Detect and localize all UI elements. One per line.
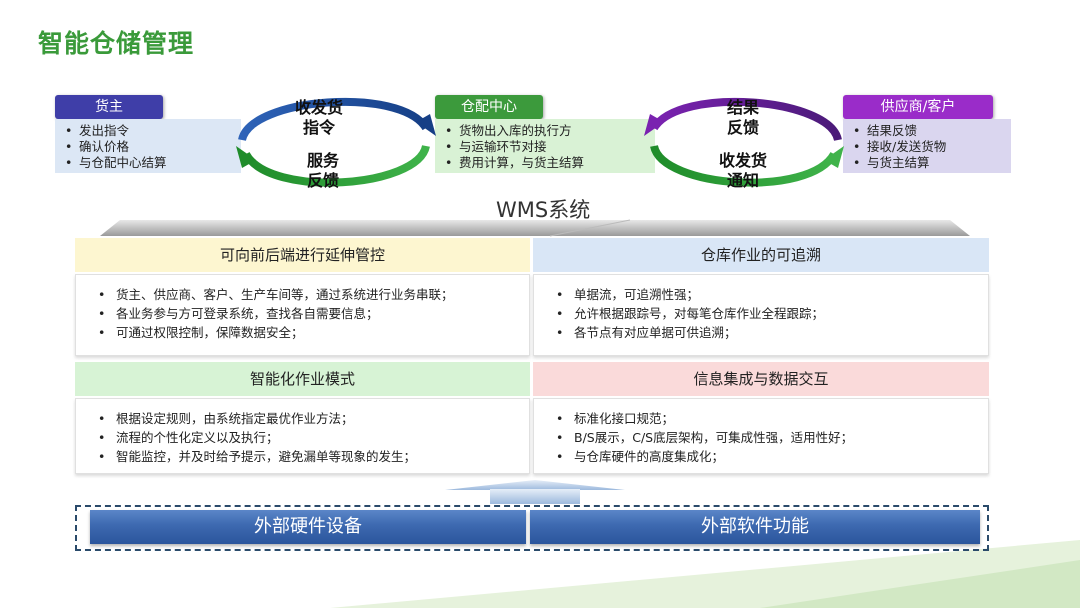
list-item: 流程的个性化定义以及执行； (98, 428, 529, 447)
flow-label-service-feedback: 服务 反馈 (306, 151, 339, 190)
list-item: 货主、供应商、客户、生产车间等，通过系统进行业务串联； (98, 285, 529, 304)
flow-label-notice: 收发货 通知 (718, 151, 767, 190)
panel-body-extended-control: 货主、供应商、客户、生产车间等，通过系统进行业务串联； 各业务参与方可登录系统，… (75, 274, 530, 356)
flow-label-command: 收发货 指令 (294, 98, 343, 137)
supplier-role-header: 供应商/客户 (843, 95, 993, 119)
owner-role-details: 发出指令 确认价格 与仓配中心结算 (55, 119, 241, 173)
list-item: 确认价格 (65, 139, 241, 155)
panel-header-integration: 信息集成与数据交互 (533, 362, 989, 396)
page-title: 智能仓储管理 (38, 29, 195, 58)
list-item: 发出指令 (65, 123, 241, 139)
left-cycle-arrows (236, 97, 436, 187)
list-item: 货物出入库的执行方 (445, 123, 655, 139)
list-item: 与仓配中心结算 (65, 155, 241, 171)
list-item: 与仓库硬件的高度集成化； (556, 447, 988, 466)
panel-header-extended-control: 可向前后端进行延伸管控 (75, 238, 530, 272)
owner-role-header: 货主 (55, 95, 163, 119)
right-cycle-arrows (644, 97, 844, 187)
list-item: 与货主结算 (853, 155, 1011, 171)
list-item: 根据设定规则，由系统指定最优作业方法； (98, 409, 529, 428)
center-role-details: 货物出入库的执行方 与运输环节对接 费用计算，与货主结算 (435, 119, 655, 173)
list-item: 单据流，可追溯性强； (556, 285, 988, 304)
list-item: 费用计算，与货主结算 (445, 155, 655, 171)
list-item: 各节点有对应单据可供追溯； (556, 323, 988, 342)
up-arrow-icon (445, 480, 625, 504)
list-item: 允许根据跟踪号，对每笔仓库作业全程跟踪； (556, 304, 988, 323)
panel-body-smart-operation: 根据设定规则，由系统指定最优作业方法； 流程的个性化定义以及执行； 智能监控，并… (75, 398, 530, 474)
list-item: 结果反馈 (853, 123, 1011, 139)
list-item: 标准化接口规范； (556, 409, 988, 428)
panel-header-traceability: 仓库作业的可追溯 (533, 238, 989, 272)
panel-body-integration: 标准化接口规范； B/S展示，C/S底层架构，可集成性强，适用性好； 与仓库硬件… (533, 398, 989, 474)
center-role-header: 仓配中心 (435, 95, 543, 119)
flow-label-result-feedback: 结果 反馈 (726, 98, 759, 137)
supplier-role-details: 结果反馈 接收/发送货物 与货主结算 (843, 119, 1011, 173)
panel-header-smart-operation: 智能化作业模式 (75, 362, 530, 396)
wms-system-label: WMS系统 (496, 198, 591, 222)
list-item: 与运输环节对接 (445, 139, 655, 155)
panel-body-traceability: 单据流，可追溯性强； 允许根据跟踪号，对每笔仓库作业全程跟踪； 各节点有对应单据… (533, 274, 989, 356)
external-hardware-bar: 外部硬件设备 (90, 510, 526, 544)
list-item: 智能监控，并及时给予提示，避免漏单等现象的发生； (98, 447, 529, 466)
list-item: 各业务参与方可登录系统，查找各自需要信息； (98, 304, 529, 323)
external-software-bar: 外部软件功能 (530, 510, 980, 544)
external-systems-container (75, 505, 989, 551)
list-item: 接收/发送货物 (853, 139, 1011, 155)
list-item: 可通过权限控制，保障数据安全； (98, 323, 529, 342)
wms-roof (100, 219, 970, 237)
list-item: B/S展示，C/S底层架构，可集成性强，适用性好； (556, 428, 988, 447)
